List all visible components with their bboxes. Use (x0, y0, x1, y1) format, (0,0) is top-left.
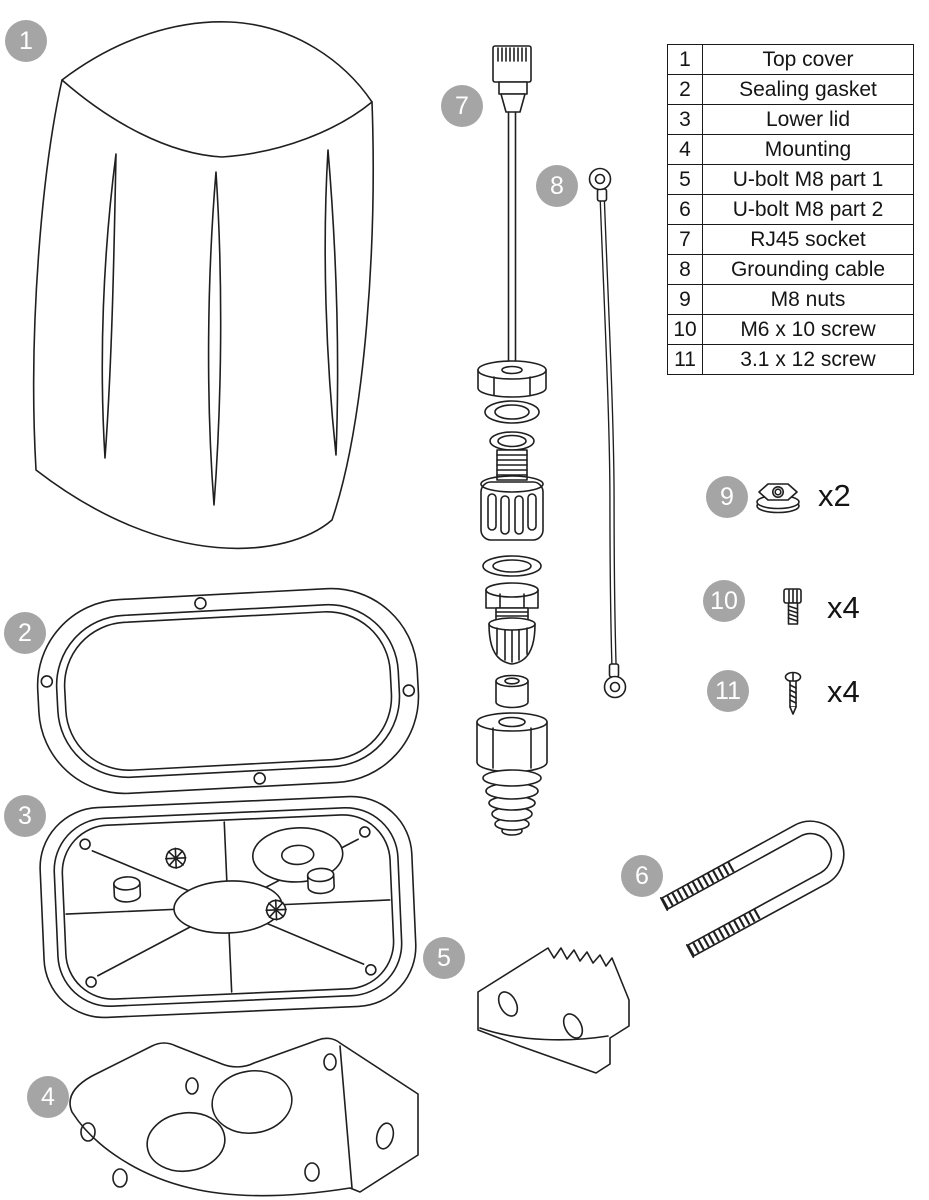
qty-m8-nuts: x2 (818, 478, 851, 513)
part-number: 3 (667, 104, 703, 135)
rj45-assembly-drawing (476, 45, 548, 836)
mounting-drawing (69, 1037, 419, 1197)
part-badge-10: 10 (703, 580, 745, 622)
part-number: 6 (667, 194, 703, 225)
part-badge-8: 8 (536, 165, 578, 207)
part-label: 3.1 x 12 screw (702, 344, 914, 375)
grounding-cable-drawing (588, 167, 627, 699)
qty-m6-screws: x4 (827, 590, 860, 625)
qty-tapping-screws: x4 (827, 674, 860, 709)
lower-lid-drawing (39, 795, 417, 1019)
part-badge-11: 11 (707, 670, 749, 712)
m6-screw-drawing (783, 588, 802, 625)
part-number: 5 (667, 164, 703, 195)
part-label: Sealing gasket (702, 74, 914, 105)
part-badge-3: 3 (4, 795, 46, 837)
part-number: 9 (667, 284, 703, 315)
part-badge-7: 7 (441, 85, 483, 127)
part-label: U-bolt M8 part 2 (702, 194, 914, 225)
part-badge-6: 6 (621, 855, 663, 897)
part-badge-1: 1 (5, 20, 47, 62)
part-number: 2 (667, 74, 703, 105)
part-badge-5: 5 (423, 937, 465, 979)
part-label: Mounting (702, 134, 914, 165)
ubolt-bracket-drawing (477, 947, 630, 1074)
part-badge-9: 9 (706, 476, 748, 518)
part-label: Grounding cable (702, 254, 914, 285)
sealing-gasket-drawing (36, 587, 420, 795)
part-number: 7 (667, 224, 703, 255)
ubolt-drawing (659, 820, 845, 959)
m8-nut-drawing (756, 483, 800, 514)
part-label: U-bolt M8 part 1 (702, 164, 914, 195)
part-number: 11 (667, 344, 703, 375)
part-label: Lower lid (702, 104, 914, 135)
part-label: RJ45 socket (702, 224, 914, 255)
tapping-screw-drawing (784, 671, 802, 715)
part-number: 10 (667, 314, 703, 345)
part-label: M8 nuts (702, 284, 914, 315)
part-label: Top cover (702, 44, 914, 75)
part-badge-4: 4 (27, 1076, 69, 1118)
part-number: 1 (667, 44, 703, 75)
part-number: 8 (667, 254, 703, 285)
top-cover-drawing (32, 21, 374, 550)
part-number: 4 (667, 134, 703, 165)
part-label: M6 x 10 screw (702, 314, 914, 345)
part-badge-2: 2 (4, 612, 46, 654)
